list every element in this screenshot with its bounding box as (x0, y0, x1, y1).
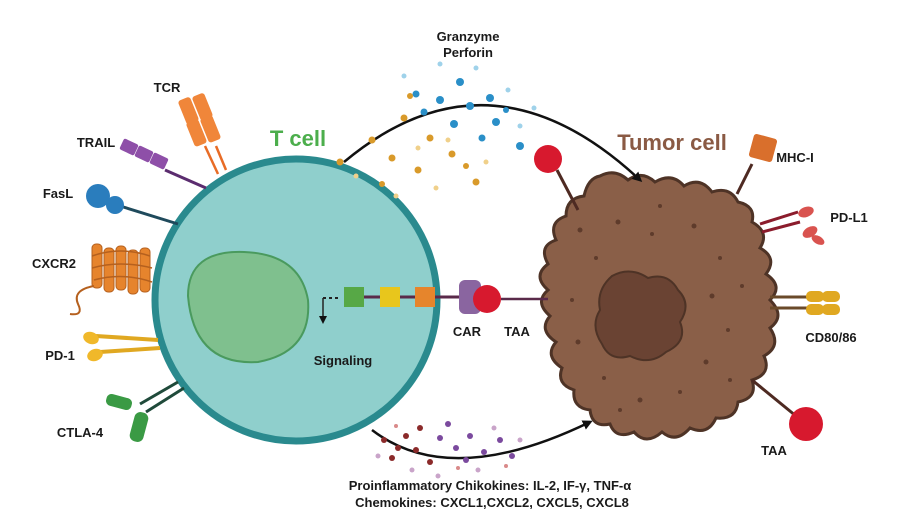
tcr-label: TCR (154, 80, 181, 95)
cytokines-label: Proinflammatory Chikokines: IL-2, IF-γ, … (349, 478, 631, 493)
fasl-receptor (86, 184, 179, 226)
mhc-i-label: MHC-I (776, 150, 814, 165)
pd-1-receptor (83, 331, 161, 362)
t-cell (151, 155, 441, 445)
tcr-receptor (178, 93, 228, 175)
fasl-label: FasL (43, 186, 73, 201)
cd80-86-label: CD80/86 (805, 330, 856, 345)
car-orange-domain (415, 287, 435, 307)
pd-l1-receptor (759, 206, 825, 245)
tumor-cell-label: Tumor cell (617, 130, 727, 155)
t-cell-label: T cell (270, 126, 326, 151)
pd-l1-label: PD-L1 (830, 210, 868, 225)
trail-label: TRAIL (77, 135, 115, 150)
ctla-4-receptor (106, 380, 185, 442)
signaling-label: Signaling (314, 353, 373, 368)
tumor-cell (538, 171, 780, 441)
pd-1-label: PD-1 (45, 348, 75, 363)
mhc-i-receptor (735, 133, 778, 195)
cxcr2-receptor (69, 243, 153, 316)
taa-bottom-label: TAA (761, 443, 787, 458)
car-label: CAR (453, 324, 482, 339)
trail-receptor (119, 138, 207, 190)
perforin-label: Perforin (443, 45, 493, 60)
cytokine-arrow (371, 420, 593, 460)
chemokines-label: Chemokines: CXCL1,CXCL2, CXCL5, CXCL8 (355, 495, 629, 510)
car-green-domain (344, 287, 364, 307)
granzyme-label: Granzyme (437, 29, 500, 44)
taa-car-bound (473, 285, 501, 313)
granzyme-particles (336, 61, 537, 199)
ctla-4-label: CTLA-4 (57, 425, 104, 440)
t-cell-nucleus (186, 250, 310, 364)
car-construct (319, 280, 548, 324)
car-yellow-domain (380, 287, 400, 307)
tumor-granules (570, 204, 744, 412)
taa-top-antigen (534, 145, 580, 211)
taa-bottom-antigen (751, 378, 823, 441)
granzyme-arrow (343, 104, 643, 183)
cd80-86-receptor (770, 291, 840, 315)
cytokine-particles (375, 421, 523, 479)
cxcr2-label: CXCR2 (32, 256, 76, 271)
taa-car-label: TAA (504, 324, 530, 339)
